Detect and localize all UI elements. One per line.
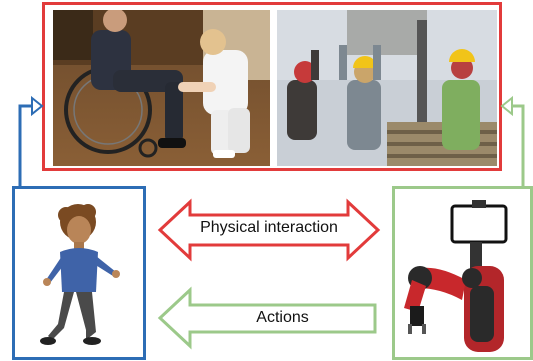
- actions-label: Actions: [256, 309, 309, 326]
- caregiver-wheelchair-photo: [53, 10, 270, 166]
- human-to-photo-arrowhead: [31, 95, 44, 117]
- human-to-photo-connector: [18, 104, 32, 186]
- robot-to-photo-connector: [512, 104, 525, 186]
- human-cartoon-figure: [40, 204, 120, 345]
- physical-interaction-label: Physical interaction: [200, 219, 338, 236]
- robot-arm-photo: [404, 200, 508, 352]
- robot-to-photo-arrowhead: [500, 95, 513, 117]
- construction-workers-photo: [277, 10, 497, 166]
- actions-arrow: [157, 286, 377, 350]
- physical-interaction-arrow: [157, 198, 381, 262]
- photo-frame: [42, 2, 502, 171]
